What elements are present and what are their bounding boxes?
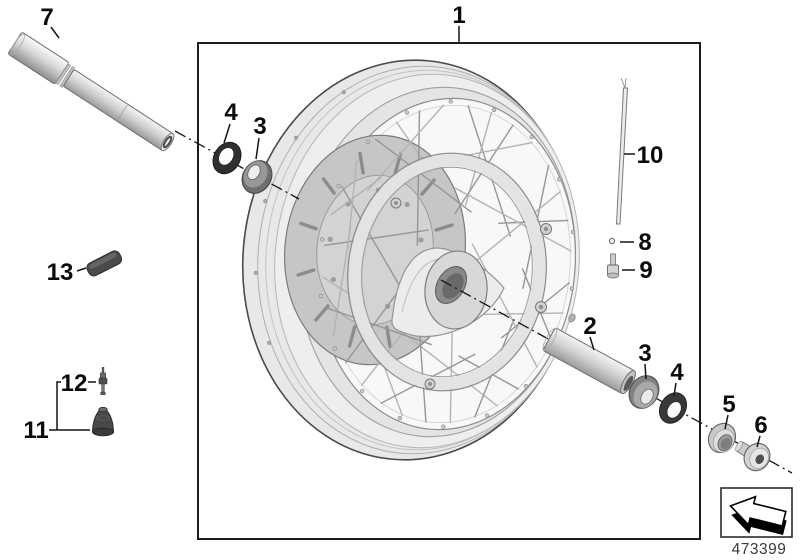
part-4-seal-right [658,392,688,424]
part-8-nipple [608,237,616,245]
part-6-screw [735,440,771,472]
part-12-valve-core [98,367,108,395]
callout-2[interactable]: 2 [583,313,596,340]
part-10-spoke [615,77,629,225]
part-9-screw [607,253,619,279]
callout-6[interactable]: 6 [754,412,767,439]
leader-lines [49,26,761,448]
valve-hole [568,313,576,323]
part-2-spacer-sleeve [542,327,636,395]
figure-frame [197,42,701,540]
callout-11[interactable]: 11 [23,417,48,444]
hub-bolts [390,197,552,390]
document-number: 473399 [732,541,787,558]
callout-labels: 1 2 3 3 4 4 5 6 7 8 9 10 11 12 13 [23,2,767,444]
screw-socket [755,454,765,464]
direction-icon-box [720,487,793,538]
callout-12[interactable]: 12 [61,370,88,397]
callout-1[interactable]: 1 [452,2,465,29]
callout-3-left[interactable]: 3 [253,113,266,140]
callout-3-right[interactable]: 3 [638,340,651,367]
part-5-bushing [707,422,737,454]
part-3-bearing-left [241,160,273,194]
part-13-balance-weight [86,250,123,277]
wheel-illustration [241,59,580,461]
part-4-seal-left [212,141,242,175]
direction-arrow-icon [729,495,787,535]
part-11-valve [91,406,115,437]
callout-8[interactable]: 8 [638,229,651,256]
callout-5[interactable]: 5 [722,391,735,418]
callout-9[interactable]: 9 [639,257,652,284]
callout-4-right[interactable]: 4 [670,359,684,386]
callout-7[interactable]: 7 [40,4,53,31]
hub-carrier [347,152,552,392]
callout-4-left[interactable]: 4 [224,99,238,126]
part-3-bearing-right [628,375,660,409]
axle-bore [162,135,173,149]
rim-drain-holes [253,90,346,345]
callout-13[interactable]: 13 [47,259,74,286]
part-7-axle [8,32,175,152]
callout-10[interactable]: 10 [637,142,664,169]
sleeve-bore [623,375,634,392]
